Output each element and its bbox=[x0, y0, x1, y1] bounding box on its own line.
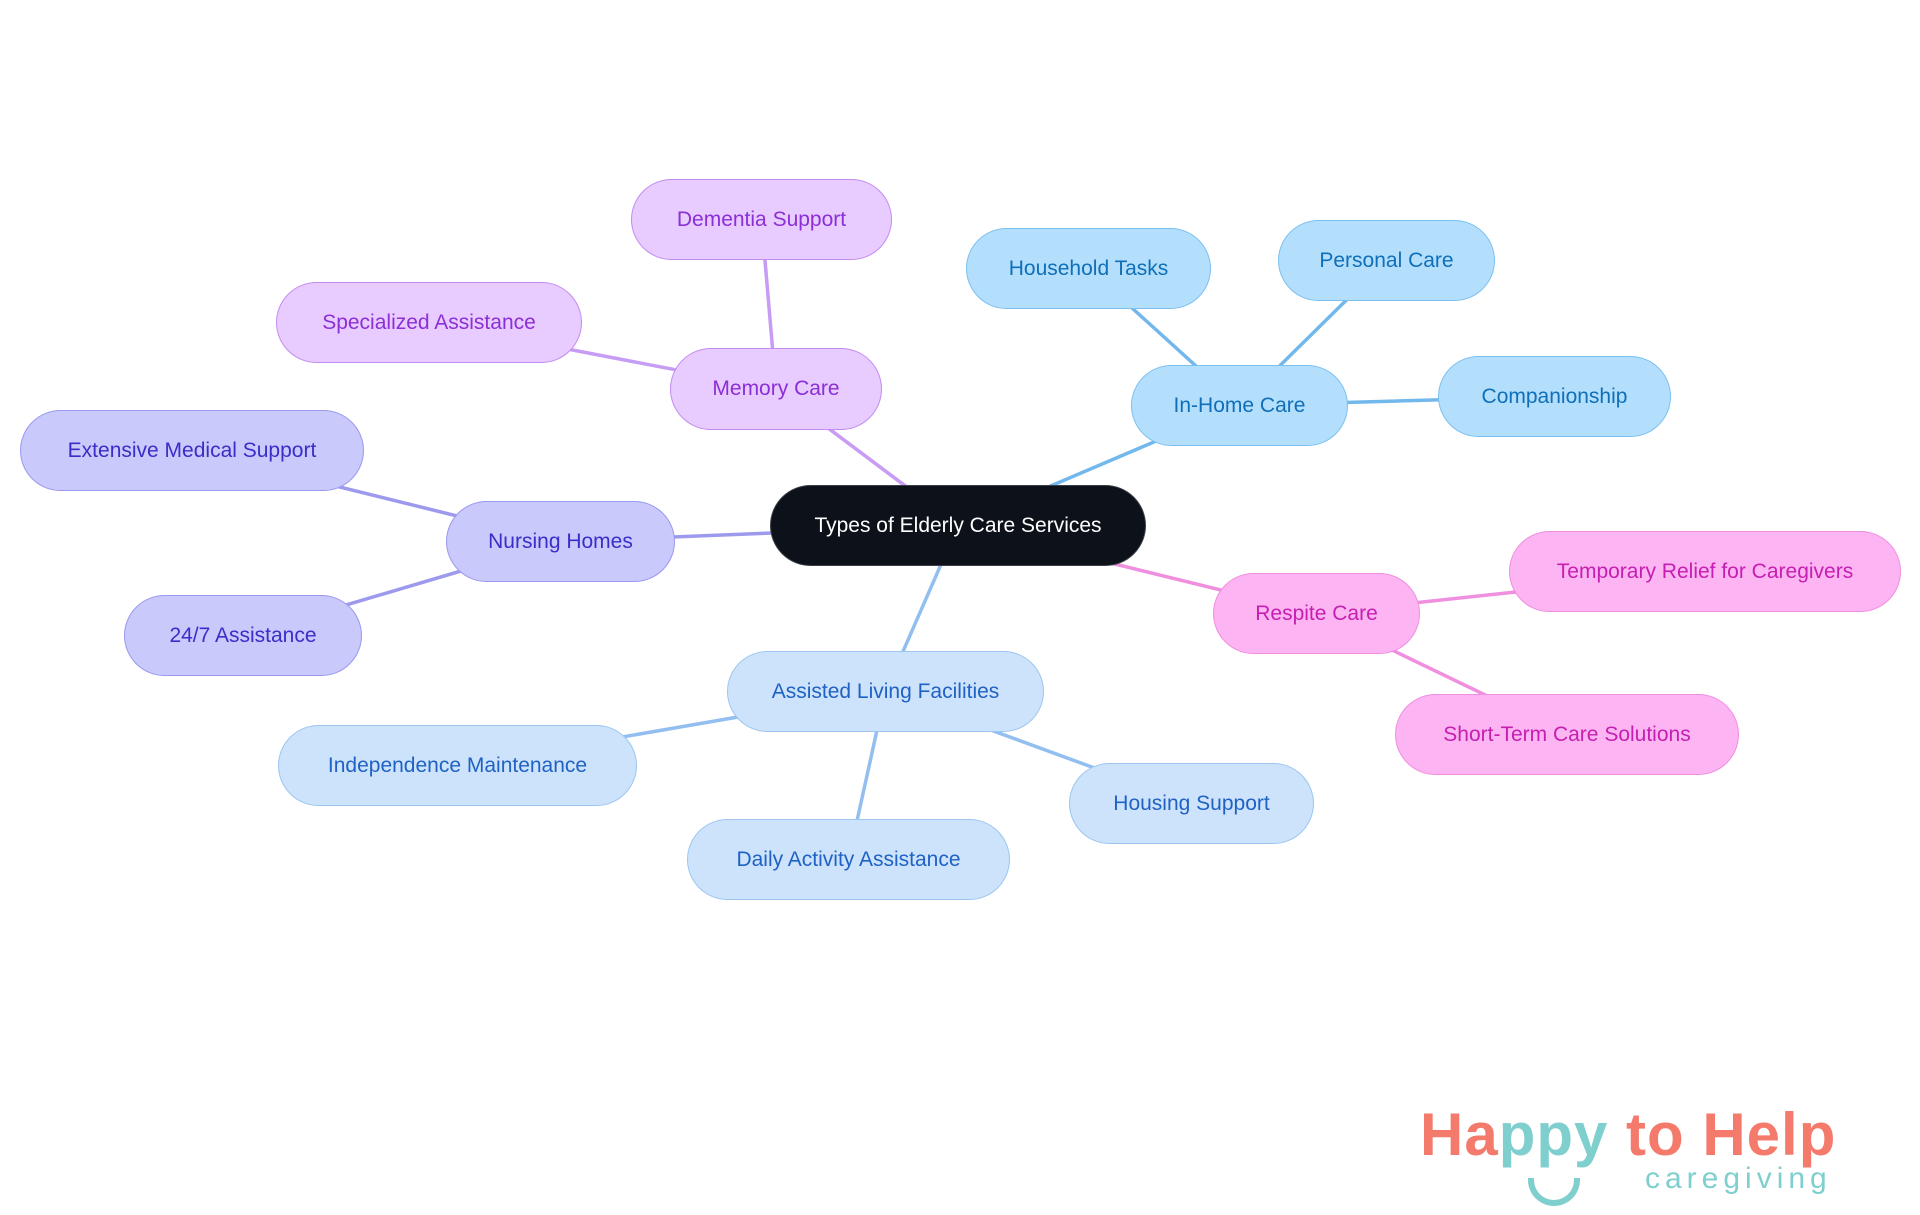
nursing-homes-node[interactable]: Nursing Homes bbox=[446, 501, 675, 582]
assisted-living-node[interactable]: Assisted Living Facilities bbox=[727, 651, 1044, 732]
assistance-24-7-node[interactable]: 24/7 Assistance bbox=[124, 595, 362, 676]
root-node[interactable]: Types of Elderly Care Services bbox=[770, 485, 1146, 566]
housing-support-node[interactable]: Housing Support bbox=[1069, 763, 1314, 844]
happy-to-help-logo: Happy to Help caregiving bbox=[1420, 1100, 1880, 1206]
temporary-relief-node[interactable]: Temporary Relief for Caregivers bbox=[1509, 531, 1901, 612]
daily-activity-assistance-node[interactable]: Daily Activity Assistance bbox=[687, 819, 1010, 900]
companionship-node[interactable]: Companionship bbox=[1438, 356, 1671, 437]
household-tasks-node[interactable]: Household Tasks bbox=[966, 228, 1211, 309]
extensive-medical-support-node[interactable]: Extensive Medical Support bbox=[20, 410, 364, 491]
independence-maintenance-node[interactable]: Independence Maintenance bbox=[278, 725, 637, 806]
short-term-care-node[interactable]: Short-Term Care Solutions bbox=[1395, 694, 1739, 775]
in-home-care-node[interactable]: In-Home Care bbox=[1131, 365, 1348, 446]
respite-care-node[interactable]: Respite Care bbox=[1213, 573, 1420, 654]
specialized-assistance-node[interactable]: Specialized Assistance bbox=[276, 282, 582, 363]
logo-brand: Happy to Help bbox=[1420, 1101, 1837, 1168]
smile-icon bbox=[1528, 1178, 1580, 1206]
dementia-support-node[interactable]: Dementia Support bbox=[631, 179, 892, 260]
personal-care-node[interactable]: Personal Care bbox=[1278, 220, 1495, 301]
logo-tagline: caregiving bbox=[1645, 1162, 1832, 1195]
memory-care-node[interactable]: Memory Care bbox=[670, 348, 882, 430]
